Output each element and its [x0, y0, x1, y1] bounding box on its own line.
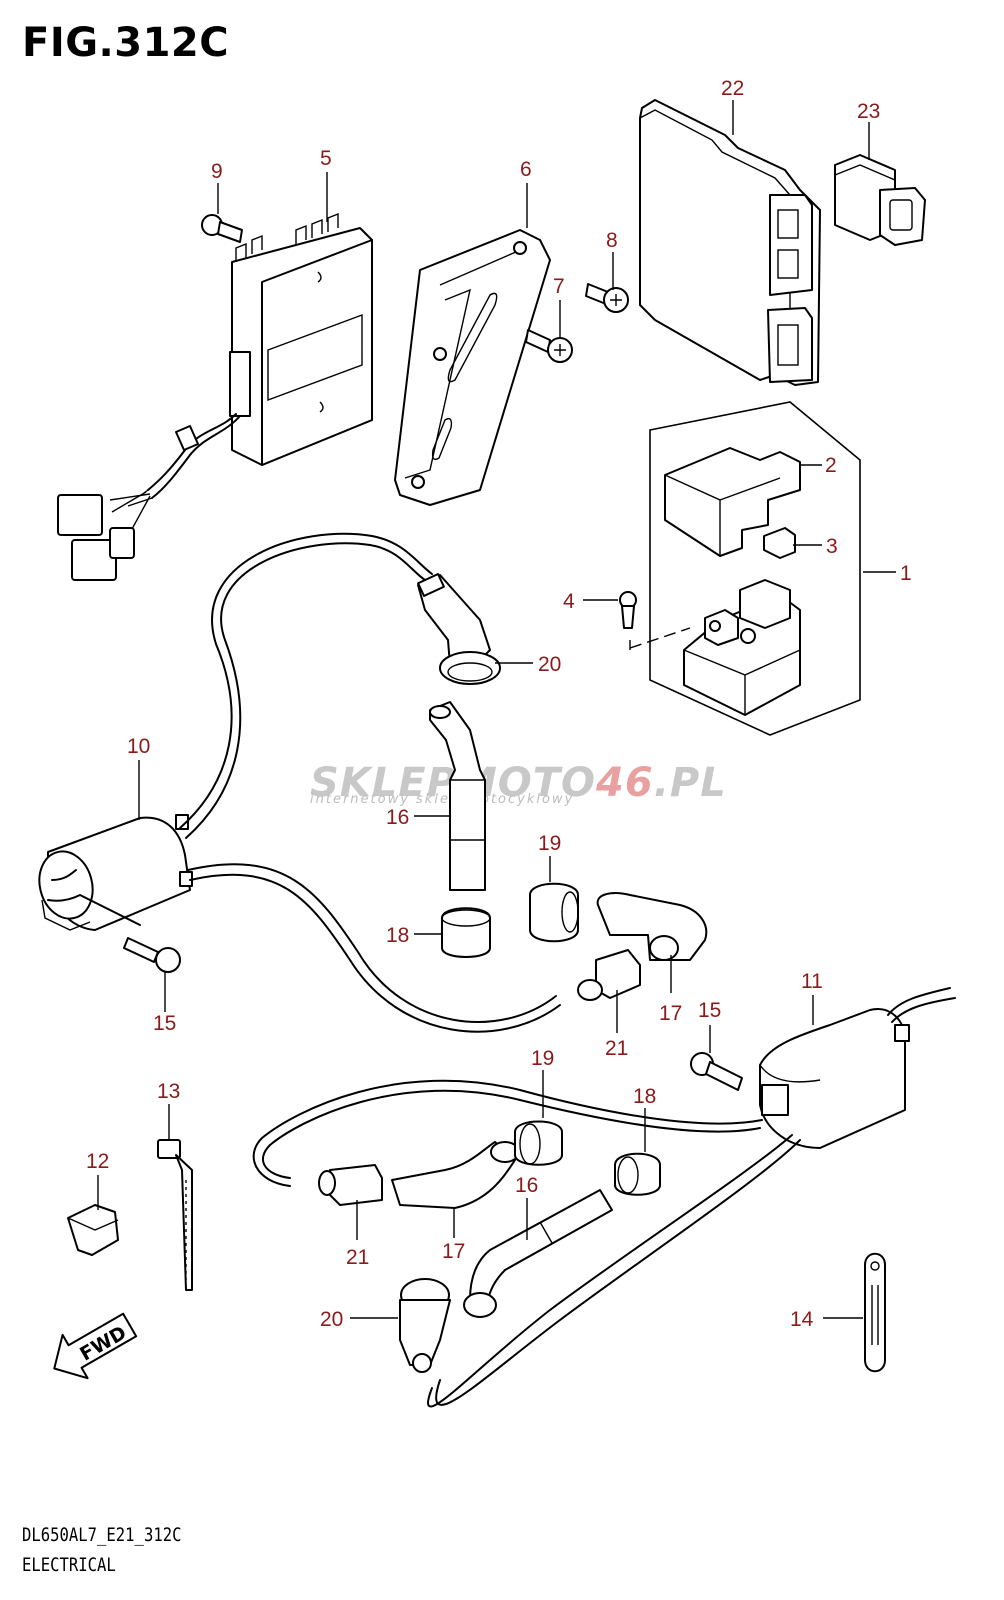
- ignition-coil-part-11: [759, 987, 956, 1149]
- callout-17-lower: 17: [442, 1240, 465, 1263]
- plug-cap-part-20-lower: [399, 1278, 451, 1373]
- callout-22: 22: [721, 77, 744, 100]
- ecm-part: [639, 99, 821, 386]
- callout-21-upper: 21: [605, 1037, 628, 1060]
- callout-20-upper: 20: [538, 653, 561, 676]
- footer-section: ELECTRICAL: [22, 1554, 116, 1576]
- watermark: SKLEPMOTO46.PL: [310, 760, 727, 806]
- elbow-part-17-upper: [596, 892, 708, 961]
- callout-18-upper: 18: [386, 924, 409, 947]
- callout-9: 9: [211, 160, 223, 183]
- seal-part-19-upper: [529, 882, 579, 943]
- high-tension-lead-right-upper: [261, 1089, 761, 1179]
- seal-part-18-upper: [441, 907, 491, 958]
- regulator-rectifier-part: [57, 212, 373, 581]
- callout-20-lower: 20: [320, 1308, 343, 1331]
- plug-cap-part-16-upper: [429, 701, 486, 891]
- callout-14: 14: [790, 1308, 814, 1331]
- bolt-part-15-right: [690, 1052, 743, 1091]
- high-tension-lead-upper-edge: [179, 532, 433, 829]
- callout-7: 7: [553, 275, 565, 298]
- bolt-part-9: [201, 214, 243, 243]
- callout-11: 11: [801, 970, 823, 993]
- high-tension-lead-lower: [189, 873, 561, 1033]
- callout-17-upper: 17: [659, 1002, 682, 1025]
- fwd-arrow-icon: FWD: [53, 1312, 138, 1380]
- callout-6: 6: [520, 158, 532, 181]
- plug-cap-part-16-lower: [463, 1189, 613, 1318]
- elbow-part-17-lower: [391, 1141, 520, 1209]
- callouts: 1 2 3 4 5 6 7 8 9 10 11 12 13: [86, 77, 912, 1331]
- relay-body-part: [683, 579, 801, 716]
- callout-15-right: 15: [698, 999, 721, 1022]
- plug-cap-part-20-upper: [417, 573, 501, 685]
- footer-model-code: DL650AL7_E21_312C: [22, 1524, 182, 1546]
- callout-1: 1: [900, 562, 912, 585]
- callout-23: 23: [857, 100, 880, 123]
- watermark-tagline: internetowy sklep motocyklowy: [310, 792, 575, 807]
- callout-5: 5: [320, 147, 332, 170]
- starter-relay-group: [649, 401, 861, 736]
- callout-2: 2: [825, 454, 837, 477]
- ignition-coil-part-10: [38, 814, 193, 931]
- cable-tie-part-13: [157, 1139, 193, 1291]
- figure-title: FIG.312C: [22, 20, 230, 66]
- high-tension-lead-right-lower-edge: [427, 1134, 793, 1408]
- high-tension-lead-lower-edge: [187, 863, 557, 1023]
- callout-12: 12: [86, 1150, 109, 1173]
- callout-10: 10: [127, 735, 150, 758]
- callout-19-lower: 19: [531, 1047, 554, 1070]
- relay-cover-part-2: [664, 447, 801, 557]
- callout-19-upper: 19: [538, 832, 561, 855]
- clamp-part-12: [67, 1204, 119, 1256]
- seal-part-19-lower: [514, 1120, 563, 1166]
- callout-16-upper: 16: [386, 806, 409, 829]
- high-tension-lead-upper: [185, 542, 426, 839]
- bolt-part-8: [585, 283, 629, 313]
- grommet-part-21-lower: [318, 1164, 383, 1206]
- callout-3: 3: [826, 535, 838, 558]
- callout-4: 4: [563, 590, 575, 613]
- callout-15-left: 15: [153, 1012, 176, 1035]
- grommet-part-21-upper: [577, 949, 641, 1001]
- callout-21-lower: 21: [346, 1246, 369, 1269]
- high-tension-lead-right-lower: [435, 1139, 801, 1406]
- connector-part: [834, 154, 926, 246]
- bracket-part: [394, 229, 551, 506]
- fuse-part-3: [763, 527, 796, 559]
- callout-18-lower: 18: [633, 1085, 656, 1108]
- callout-8: 8: [606, 229, 618, 252]
- callout-16-lower: 16: [515, 1174, 538, 1197]
- band-part-14: [864, 1252, 886, 1373]
- callout-13: 13: [157, 1080, 180, 1103]
- bolt-part-7: [525, 329, 573, 363]
- high-tension-lead-right-upper-edge: [252, 1079, 763, 1187]
- screw-part-4: [619, 591, 691, 650]
- bolt-part-15-left: [123, 937, 181, 973]
- seal-part-18-lower: [614, 1152, 661, 1196]
